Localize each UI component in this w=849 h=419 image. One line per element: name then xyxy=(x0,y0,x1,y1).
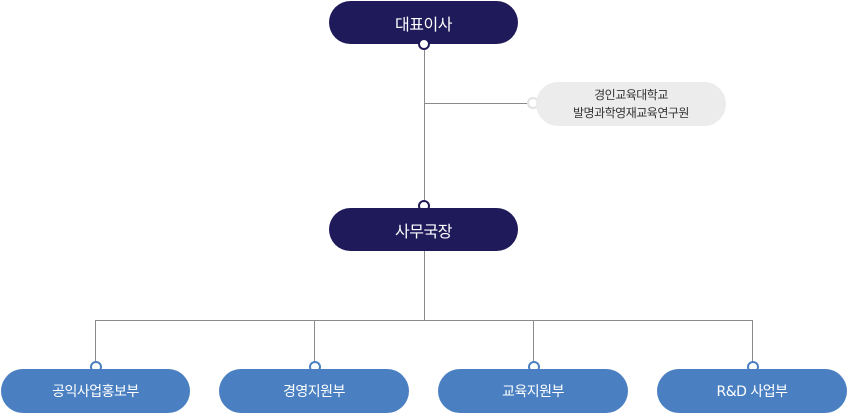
node-department: 교육지원부 xyxy=(438,369,628,413)
connector-top-to-middle xyxy=(424,50,425,202)
node-ceo: 대표이사 xyxy=(329,1,518,44)
node-department: 경영지원부 xyxy=(219,369,409,413)
node-department-label: 공익사업홍보부 xyxy=(52,384,139,400)
node-department-label: 교육지원부 xyxy=(502,384,564,400)
connector-department-bus xyxy=(95,320,753,321)
node-department-label: R&D 사업부 xyxy=(716,384,788,400)
connector-advisory-branch xyxy=(424,103,528,104)
connector-middle-down xyxy=(424,251,425,320)
node-department-label: 경영지원부 xyxy=(283,384,345,400)
connector-dept-1 xyxy=(95,320,96,362)
node-advisory: 경인교육대학교 발명과학영재교육연구원 xyxy=(536,82,726,126)
node-advisory-line-1: 경인교육대학교 xyxy=(594,88,668,102)
node-department: R&D 사업부 xyxy=(657,369,847,413)
connector-dept-2 xyxy=(314,320,315,362)
connector-knob-ceo xyxy=(418,38,430,50)
node-secretary-general-label: 사무국장 xyxy=(395,221,452,241)
connector-dept-3 xyxy=(533,320,534,362)
connector-dept-4 xyxy=(752,320,753,362)
node-advisory-line-2: 발명과학영재교육연구원 xyxy=(573,106,689,120)
node-secretary-general: 사무국장 xyxy=(329,208,518,251)
node-department: 공익사업홍보부 xyxy=(1,369,190,413)
node-ceo-label: 대표이사 xyxy=(395,14,452,34)
